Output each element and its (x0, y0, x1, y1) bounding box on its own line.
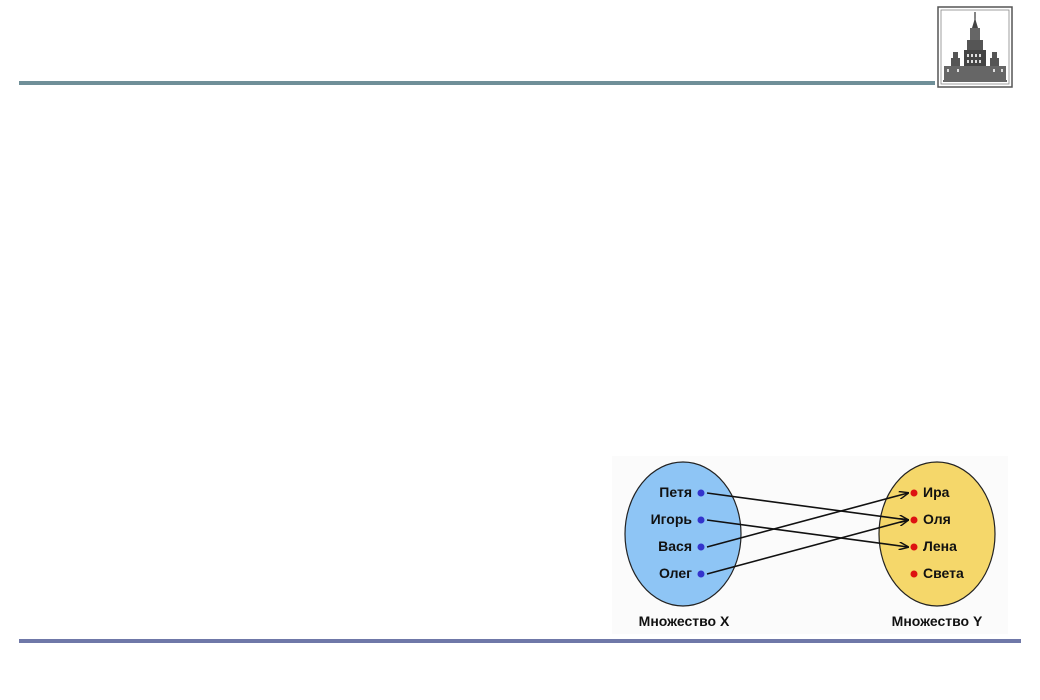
set-x-element-oleg: Олег (659, 565, 692, 581)
footer-divider (19, 639, 1021, 643)
set-y-element-olya: Оля (923, 511, 951, 527)
mapping-diagram: Петя Игорь Вася Олег Ира Оля Лена Света … (612, 456, 1008, 634)
set-y-dot-ira (910, 489, 918, 497)
set-y-element-sveta: Света (923, 565, 964, 581)
set-x-dot-petya (697, 489, 705, 497)
set-y-dot-olya (910, 516, 918, 524)
mapping-arrow (706, 492, 908, 520)
set-x-element-igor: Игорь (651, 511, 693, 527)
mapping-arrow (706, 520, 908, 575)
mapping-arrow (706, 493, 908, 548)
mapping-diagram-svg: Петя Игорь Вася Олег Ира Оля Лена Света … (612, 456, 1008, 634)
university-building-icon (937, 6, 1013, 88)
set-y-element-ira: Ира (923, 484, 950, 500)
mapping-arrow (706, 519, 908, 547)
set-y-dot-lena (910, 543, 918, 551)
set-y-dot-sveta (910, 570, 918, 578)
set-x-label-text: Множество X (639, 613, 730, 629)
set-x-ellipse (624, 461, 742, 607)
set-x-dot-oleg (697, 570, 705, 578)
set-x-element-petya: Петя (659, 484, 692, 500)
header-divider (19, 81, 935, 85)
set-y-element-lena: Лена (923, 538, 957, 554)
set-x-dot-vasya (697, 543, 705, 551)
set-x-dot-igor (697, 516, 705, 524)
set-x-element-vasya: Вася (658, 538, 692, 554)
set-y-label: Множество Y (892, 613, 983, 629)
